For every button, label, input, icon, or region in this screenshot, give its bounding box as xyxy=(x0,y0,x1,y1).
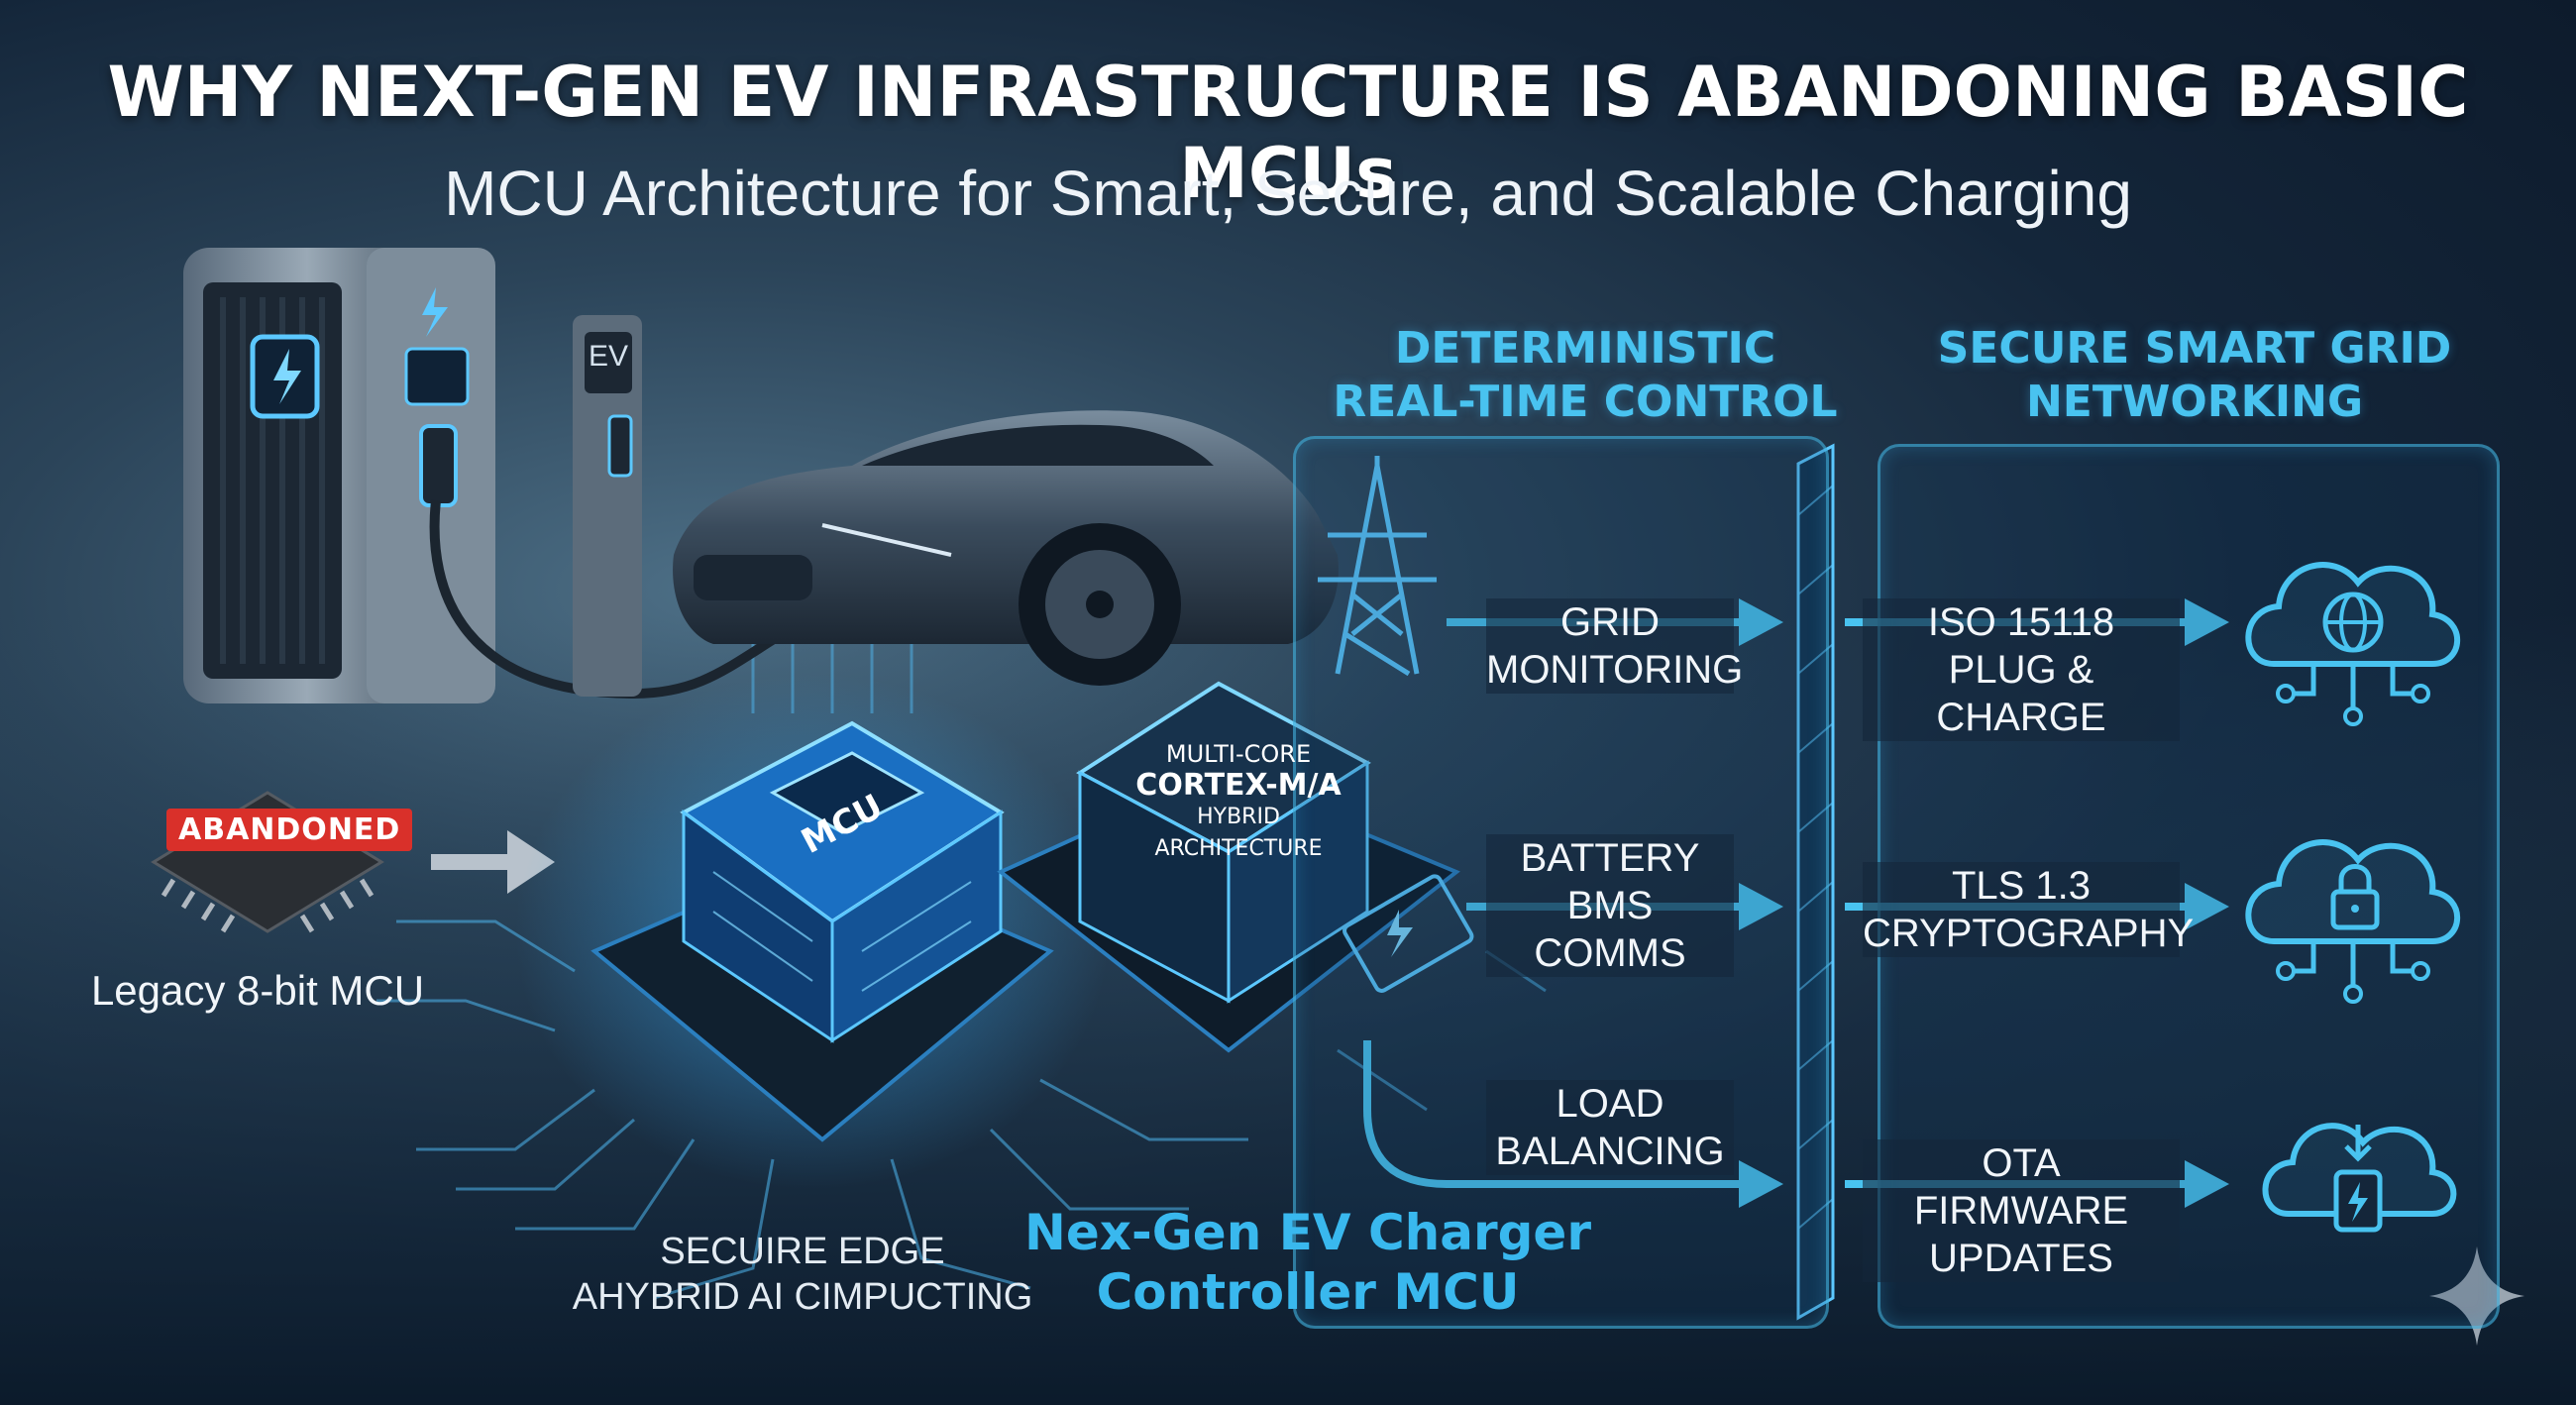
realtime-item-battery-bms: BATTERY BMS COMMS xyxy=(1486,834,1734,977)
network-item-iso15118: ISO 15118 PLUG & CHARGE xyxy=(1863,598,2180,741)
realtime-item-load-balancing: LOAD BALANCING xyxy=(1486,1080,1734,1175)
realtime-item-grid-monitoring: GRID MONITORING xyxy=(1486,598,1744,694)
network-item-tls: TLS 1.3 CRYPTOGRAPHY xyxy=(1863,862,2195,957)
charging-station-illustration xyxy=(183,248,1104,703)
page-subtitle: MCU Architecture for Smart, Secure, and … xyxy=(444,158,2132,229)
controller-chip-label: MULTI-CORE CORTEX-M/A HYBRID ARCHITECTUR… xyxy=(1135,740,1342,861)
network-item-ota: OTA FIRMWARE UPDATES xyxy=(1863,1139,2180,1282)
abandoned-badge: ABANDONED xyxy=(166,809,413,851)
realtime-heading: DETERMINISTIC REAL-TIME CONTROL xyxy=(1333,323,1838,427)
cloud-lock-icon xyxy=(2245,839,2461,1004)
controller-title: Nex-Gen EV Charger Controller MCU xyxy=(1023,1204,1592,1321)
cloud-globe-icon xyxy=(2245,562,2461,726)
networking-heading: SECURE SMART GRID NETWORKING xyxy=(1937,323,2452,427)
cloud-firmware-icon xyxy=(2262,1123,2457,1233)
edge-mcu-chip xyxy=(515,674,1110,1189)
power-tower-icon xyxy=(1318,456,1437,677)
edge-chip-caption: SECUIRE EDGE AHYBRID AI CIMPUCTING xyxy=(572,1231,1033,1318)
ev-tower-label: EV xyxy=(588,340,629,373)
legacy-mcu-label: Legacy 8-bit MCU xyxy=(90,967,425,1014)
page-title: WHY NEXT-GEN EV INFRASTRUCTURE IS ABANDO… xyxy=(107,52,2469,214)
electric-car-illustration xyxy=(673,410,1339,686)
sparkle-icon xyxy=(2429,1246,2524,1346)
legacy-mcu-chip xyxy=(134,763,401,961)
